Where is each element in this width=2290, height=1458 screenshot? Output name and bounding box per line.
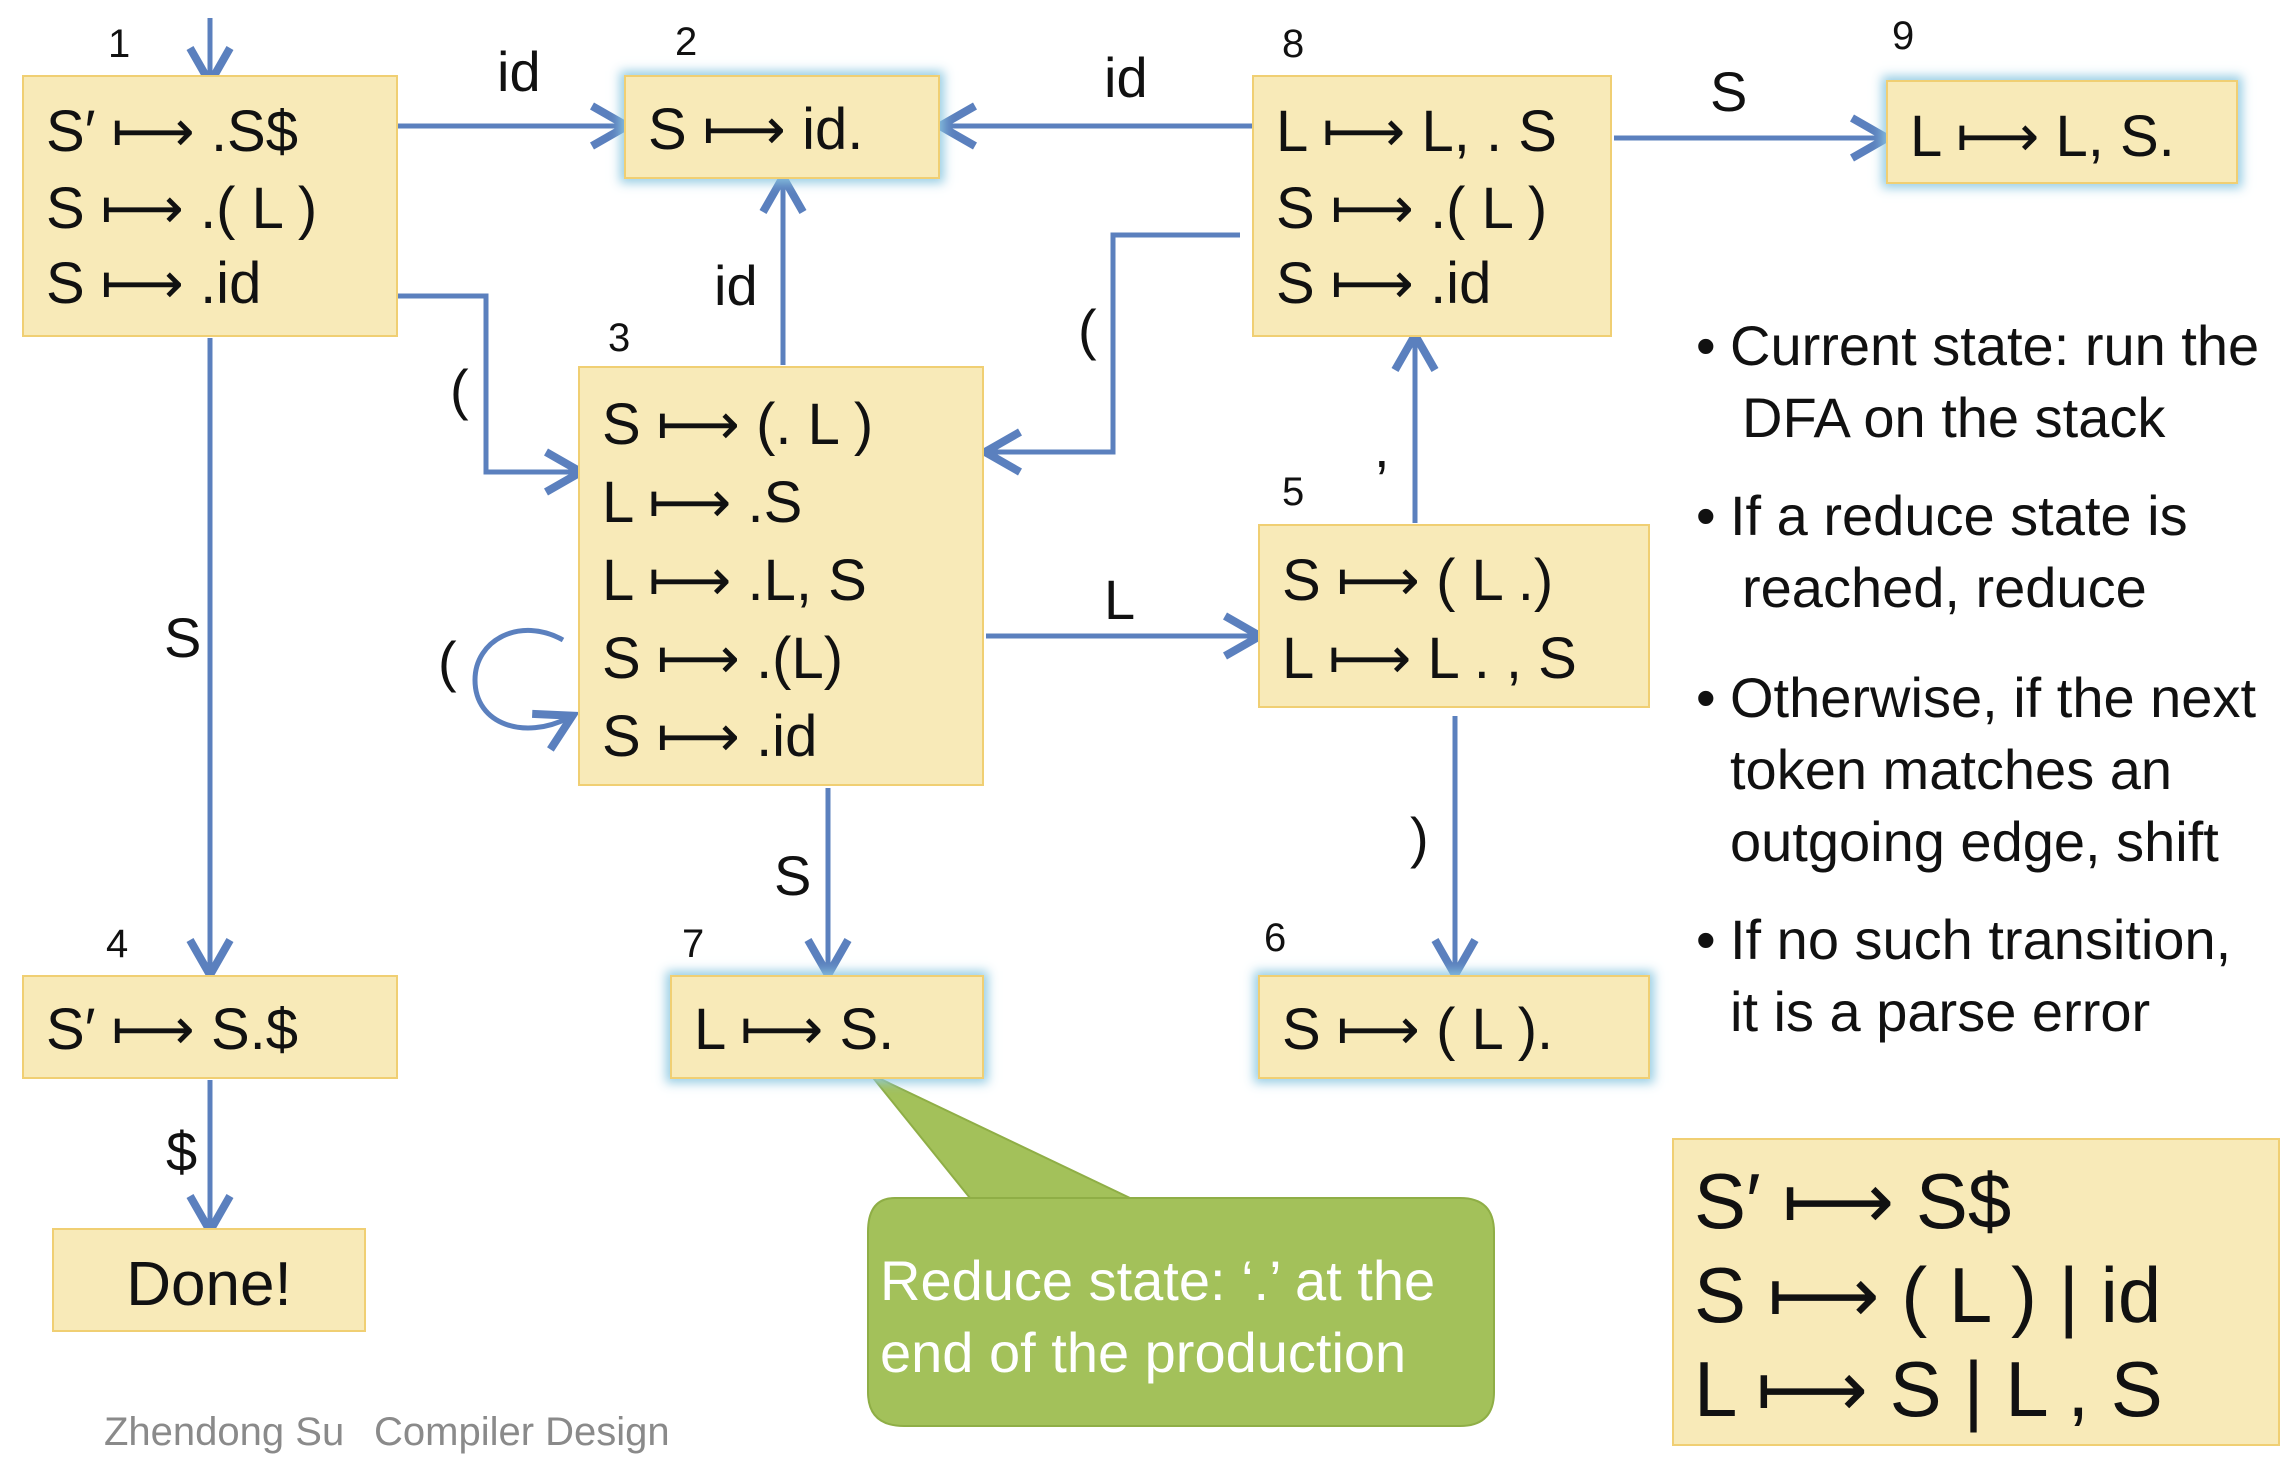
bullet-3-line-2: token matches an [1730,738,2173,801]
state-6-item-1: S ⟼ ( L ). [1282,997,1554,1062]
bullet-3-line-1: Otherwise, if the next [1730,666,2257,729]
bullet-2: If a reduce state is reached, reduce [1690,480,2290,624]
edge-label-5-6: ) [1410,806,1429,869]
state-3-item-2: L ⟼ .S [602,470,803,535]
state-7-box: L ⟼ S. [670,975,984,1079]
edge-label-3-3: ( [438,630,457,693]
edge-label-1-2: id [497,40,541,103]
edge-label-1-3: ( [450,358,469,421]
state-3-box: S ⟼ (. L ) L ⟼ .S L ⟼ .L, S S ⟼ .(L) S ⟼… [578,366,984,786]
edge-8-3 [976,232,1240,476]
state-5-item-1: S ⟼ ( L .) [1282,548,1554,613]
edge-label-3-7: S [774,844,812,907]
callout-bubble [867,1073,1495,1427]
state-2-box: S ⟼ id. [624,75,940,179]
state-1-box: S′ ⟼ .S$ S ⟼ .( L ) S ⟼ .id [22,75,398,337]
state-3-item-3: L ⟼ .L, S [602,548,867,613]
bullet-2-line-2: reached, reduce [1742,556,2147,619]
footer-author: Zhendong Su [104,1410,345,1454]
bullet-1: Current state: run the DFA on the stack [1690,310,2290,454]
state-4-number: 4 [106,922,129,966]
bullet-4-line-2: it is a parse error [1730,980,2151,1043]
state-9-box: L ⟼ L, S. [1886,80,2238,184]
bullet-2-line-1: If a reduce state is [1730,484,2188,547]
state-8-item-1: L ⟼ L, . S [1276,99,1557,164]
edge-label-8-2: id [1104,46,1148,109]
state-6-number: 6 [1264,916,1287,960]
grammar-box: S′ ⟼ S$ S ⟼ ( L ) | id L ⟼ S | L , S [1672,1138,2280,1446]
state-6-box: S ⟼ ( L ). [1258,975,1650,1079]
state-5-box: S ⟼ ( L .) L ⟼ L . , S [1258,524,1650,708]
callout-text: Reduce state: ‘.’ at the end of the prod… [880,1245,1500,1389]
grammar-rule-3: L ⟼ S | L , S [1694,1345,2163,1433]
edge-label-1-4: S [164,606,202,669]
bullet-4-line-1: If no such transition, [1730,908,2232,971]
state-3-item-5: S ⟼ .id [602,704,818,769]
edge-label-5-8: , [1374,416,1390,479]
state-3-item-1: S ⟼ (. L ) [602,392,874,457]
state-2-item-1: S ⟼ id. [648,97,864,162]
state-4-box: S′ ⟼ S.$ [22,975,398,1079]
footer-course: Compiler Design [374,1410,670,1454]
edge-label-3-5: L [1104,568,1136,631]
state-1-item-2: S ⟼ .( L ) [46,176,318,241]
state-9-item-1: L ⟼ L, S. [1910,104,2175,169]
done-label: Done! [126,1250,292,1319]
edge-label-3-2: id [714,254,758,317]
state-9-number: 9 [1892,14,1915,58]
state-7-number: 7 [682,922,705,966]
callout-line-2: end of the production [880,1321,1407,1384]
edge-label-4-done: $ [166,1120,198,1183]
state-2-number: 2 [675,20,698,64]
state-1-number: 1 [108,22,131,66]
edge-1-3 [398,293,590,496]
state-1-item-1: S′ ⟼ .S$ [46,99,298,164]
state-4-item-1: S′ ⟼ S.$ [46,997,298,1062]
edge-label-8-9: S [1710,60,1748,123]
state-3-item-4: S ⟼ .(L) [602,626,844,691]
state-5-item-2: L ⟼ L . , S [1282,626,1577,691]
grammar-rule-1: S′ ⟼ S$ [1694,1157,2012,1245]
callout-line-1: Reduce state: ‘.’ at the [880,1249,1436,1312]
state-8-item-3: S ⟼ .id [1276,251,1492,316]
state-8-item-2: S ⟼ .( L ) [1276,176,1548,241]
done-box: Done! [52,1228,366,1332]
state-8-number: 8 [1282,22,1305,66]
explanation-bullets: Current state: run the DFA on the stack … [1690,310,2290,1074]
state-3-number: 3 [608,316,631,360]
state-1-item-3: S ⟼ .id [46,251,262,316]
bullet-1-line-1: Current state: run the [1730,314,2260,377]
bullet-3: Otherwise, if the next token matches an … [1690,662,2290,878]
bullet-3-line-3: outgoing edge, shift [1730,810,2219,873]
grammar-rule-2: S ⟼ ( L ) | id [1694,1251,2162,1339]
bullet-4: If no such transition, it is a parse err… [1690,904,2290,1048]
state-5-number: 5 [1282,470,1305,514]
edge-label-8-3: ( [1078,298,1097,361]
state-7-item-1: L ⟼ S. [694,997,895,1062]
edge-3-3-loop [472,628,580,752]
bullet-1-line-2: DFA on the stack [1742,386,2166,449]
state-8-box: L ⟼ L, . S S ⟼ .( L ) S ⟼ .id [1252,75,1612,337]
